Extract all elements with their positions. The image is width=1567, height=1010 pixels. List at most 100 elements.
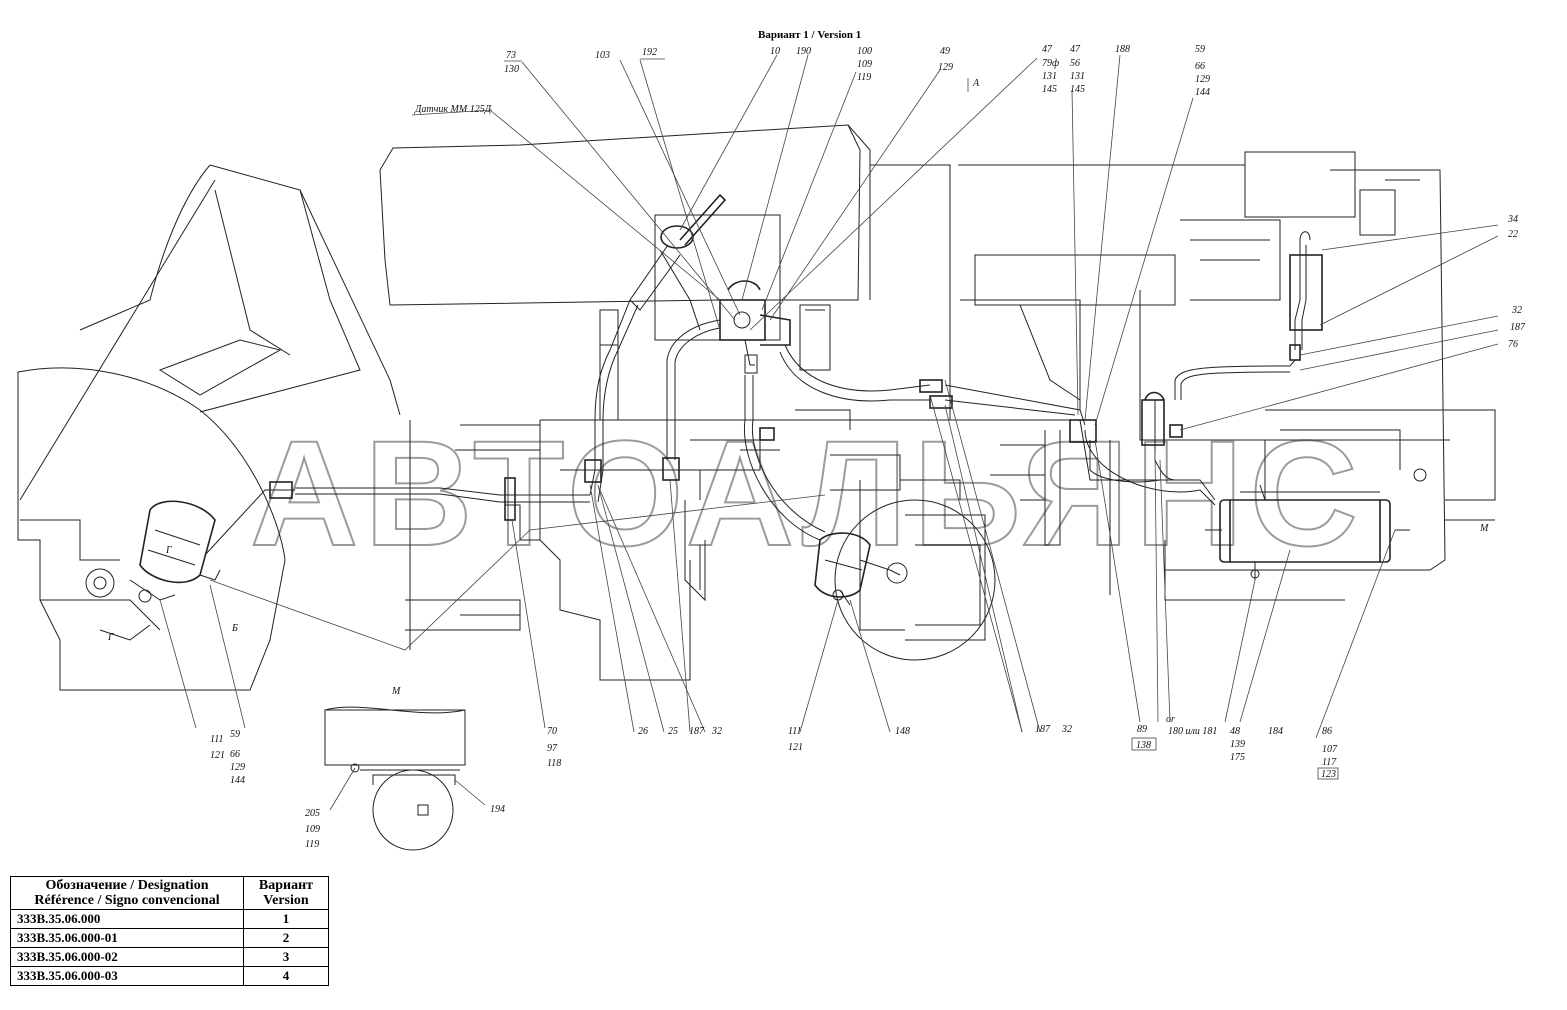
callout-144-b: 144: [230, 775, 245, 786]
callout-66: 66: [1195, 61, 1205, 72]
callout-117: 117: [1322, 757, 1337, 768]
callout-labels: 73 130 103 192 10 190 100 109 119 49 129…: [107, 44, 1526, 850]
version-cell: 2: [243, 928, 329, 948]
version-cell: 1: [243, 909, 329, 929]
designation-cell: 333B.35.06.000: [10, 909, 244, 929]
table-row: 333B.35.06.000-01 2: [10, 928, 329, 948]
callout-187-right: 187: [1510, 322, 1526, 333]
table-header-row: Обозначение / Designation Référence / Si…: [10, 876, 329, 910]
callout-188: 188: [1115, 44, 1130, 55]
callout-121-b: 121: [788, 742, 803, 753]
callout-145-b: 145: [1070, 84, 1085, 95]
callout-97: 97: [547, 743, 558, 754]
callout-130: 130: [504, 64, 519, 75]
drawing-title: Вариант 1 / Version 1: [758, 29, 861, 41]
pipelines: [295, 231, 1311, 541]
callout-32-a: 32: [711, 726, 722, 737]
air-receiver: [1205, 484, 1410, 580]
callout-131-a: 131: [1042, 71, 1057, 82]
callout-205: 205: [305, 808, 320, 819]
callout-129: 129: [938, 62, 953, 73]
designation-cell: 333B.35.06.000-02: [10, 947, 244, 967]
callout-47-b: 47: [1070, 44, 1081, 55]
callout-148: 148: [895, 726, 910, 737]
callout-100: 100: [857, 46, 872, 57]
detail-view-m: [324, 706, 486, 851]
callout-109: 109: [857, 59, 872, 70]
left-cab-outline: [17, 164, 401, 691]
sensor-label: Датчик ММ 125Д: [414, 104, 492, 115]
callout-119: 119: [857, 72, 871, 83]
callout-144: 144: [1195, 87, 1210, 98]
view-a-label: А: [972, 78, 980, 89]
view-m-label: М: [1479, 523, 1489, 534]
callout-131-b: 131: [1070, 71, 1085, 82]
callout-123: 123: [1321, 769, 1336, 780]
callout-187-a: 187: [689, 726, 705, 737]
callout-107: 107: [1322, 744, 1338, 755]
version-cell: 3: [243, 947, 329, 967]
callout-49: 49: [940, 46, 950, 57]
callout-56: 56: [1070, 58, 1080, 69]
view-b-label: Б: [231, 623, 238, 634]
callout-79f: 79ф: [1042, 58, 1059, 69]
callout-26: 26: [638, 726, 648, 737]
control-lever: [629, 193, 727, 331]
callout-70: 70: [547, 726, 557, 737]
callout-194: 194: [490, 804, 505, 815]
callout-111: 111: [210, 734, 224, 745]
callout-190: 190: [796, 46, 811, 57]
callout-192: 192: [642, 47, 657, 58]
header-version: Вариант Version: [243, 876, 329, 910]
designation-table: Обозначение / Designation Référence / Si…: [10, 876, 329, 986]
callout-66-b: 66: [230, 749, 240, 760]
callout-119-b: 119: [305, 839, 319, 850]
version-cell: 4: [243, 966, 329, 986]
fittings: [504, 254, 1323, 521]
callout-129-c: 129: [230, 762, 245, 773]
callout-180-181: 180 или 181: [1168, 726, 1217, 737]
table-row: 333B.35.06.000 1: [10, 909, 329, 929]
watermark: АВТОАЛЬЯНС: [250, 409, 1364, 577]
callout-76: 76: [1508, 339, 1518, 350]
callout-175: 175: [1230, 752, 1245, 763]
callout-187-b: 187: [1035, 724, 1051, 735]
callout-129-b: 129: [1195, 74, 1210, 85]
callout-138: 138: [1136, 740, 1151, 751]
callout-86: 86: [1322, 726, 1332, 737]
callout-22: 22: [1508, 229, 1518, 240]
callout-32-right: 32: [1511, 305, 1522, 316]
left-brake-chamber: [129, 481, 295, 603]
table-row: 333B.35.06.000-02 3: [10, 947, 329, 967]
callout-10: 10: [770, 46, 780, 57]
table-row: 333B.35.06.000-03 4: [10, 966, 329, 986]
callout-34: 34: [1507, 214, 1518, 225]
callout-139: 139: [1230, 739, 1245, 750]
section-g-label-2: Г: [107, 632, 114, 643]
hood-outline: [379, 124, 871, 341]
callout-121: 121: [210, 750, 225, 761]
callout-145-a: 145: [1042, 84, 1057, 95]
callout-118: 118: [547, 758, 561, 769]
callout-109-b: 109: [305, 824, 320, 835]
header-designation: Обозначение / Designation Référence / Si…: [10, 876, 244, 910]
callout-47-a: 47: [1042, 44, 1053, 55]
callout-184: 184: [1268, 726, 1283, 737]
callout-59: 59: [1195, 44, 1205, 55]
callout-32-b: 32: [1061, 724, 1072, 735]
callout-89: 89: [1137, 724, 1147, 735]
callout-48: 48: [1230, 726, 1240, 737]
callout-73: 73: [506, 50, 516, 61]
view-m-detail-label: М: [391, 686, 401, 697]
center-brake-chamber: [814, 532, 908, 606]
callout-103: 103: [595, 50, 610, 61]
callout-59-b: 59: [230, 729, 240, 740]
section-g-label: Г: [165, 545, 172, 556]
designation-cell: 333B.35.06.000-03: [10, 966, 244, 986]
callout-25: 25: [668, 726, 678, 737]
designation-cell: 333B.35.06.000-01: [10, 928, 244, 948]
callout-or: or: [1166, 714, 1175, 725]
leader-lines: [159, 54, 1499, 739]
callout-111-b: 111: [788, 726, 802, 737]
